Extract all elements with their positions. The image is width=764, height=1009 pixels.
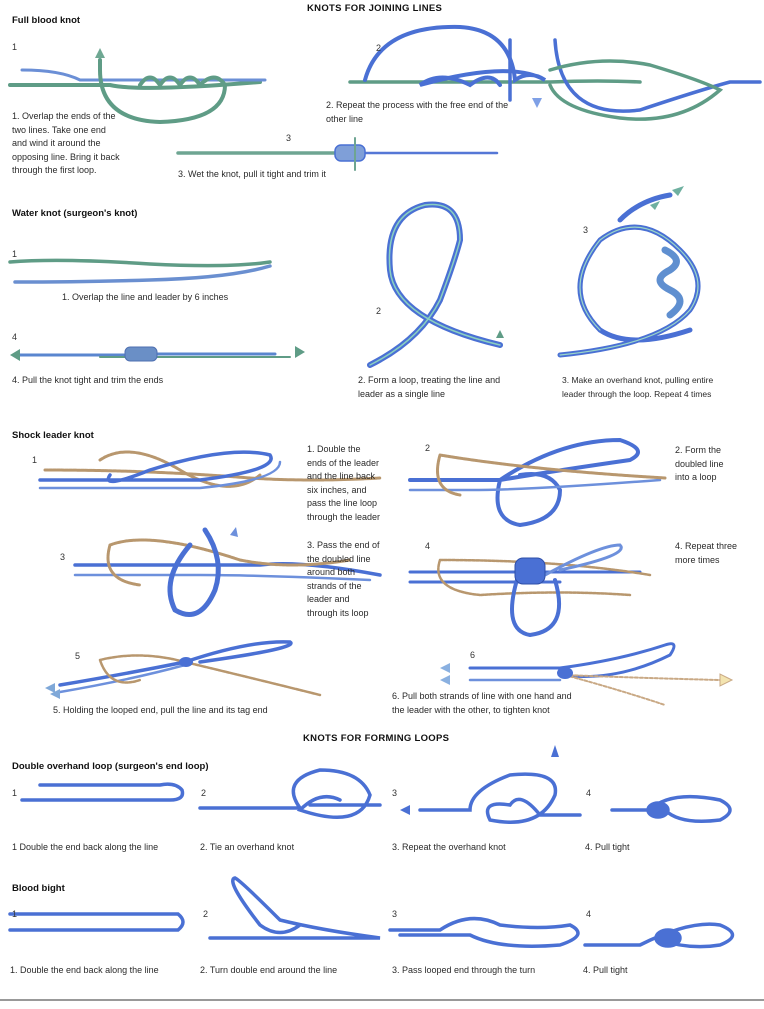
full-blood-step1-illustration xyxy=(8,48,267,125)
step-text: 3. Pass looped end through the turn xyxy=(392,965,536,975)
step-text: 2. Turn double end around the line xyxy=(200,965,338,975)
step-number: 2 xyxy=(425,443,431,453)
step-number: 3 xyxy=(60,552,66,562)
step-number: 3 xyxy=(392,909,398,919)
step-text: 6. Pull both strands of line with one ha… xyxy=(392,691,572,715)
step-text: 1. Overlap the ends of the two lines. Ta… xyxy=(12,111,120,175)
step-number: 2 xyxy=(376,43,382,53)
step-text: 4. Pull tight xyxy=(585,842,630,852)
step-text: 3. Repeat the overhand knot xyxy=(392,842,506,852)
step-text: 5. Holding the looped end, pull the line… xyxy=(53,705,268,715)
shock-step5-illustration xyxy=(45,640,322,699)
section-title-loops: KNOTS FOR FORMING LOOPS xyxy=(303,733,450,744)
double-overhand-illustrations xyxy=(20,745,732,824)
step-number: 4 xyxy=(425,541,431,551)
section-title-joining: KNOTS FOR JOINING LINES xyxy=(307,3,443,14)
full-blood-step2-illustration xyxy=(348,24,762,121)
step-number: 4 xyxy=(586,909,592,919)
water-step2-illustration xyxy=(367,201,504,368)
full-blood-step3-illustration xyxy=(176,137,499,171)
blood-bight-illustrations xyxy=(8,876,735,949)
step-text: 1. Double the ends of the leader and the… xyxy=(307,444,381,522)
step-number: 5 xyxy=(75,651,81,661)
step-number: 1 xyxy=(12,249,18,259)
knot-title-blood-bight: Blood bight xyxy=(12,883,65,894)
step-text: 2. Form a loop, treating the line and le… xyxy=(358,375,501,399)
step-number: 2 xyxy=(376,306,382,316)
step-text: 1. Overlap the line and leader by 6 inch… xyxy=(62,292,229,302)
step-number: 3 xyxy=(583,225,589,235)
knot-title-shock-leader: Shock leader knot xyxy=(12,430,94,441)
step-text: 3. Make an overhand knot, pulling entire… xyxy=(562,375,714,399)
step-text: 3. Wet the knot, pull it tight and trim … xyxy=(178,169,326,179)
step-text: 1. Double the end back along the line xyxy=(10,965,159,975)
step-number: 3 xyxy=(286,133,292,143)
step-number: 6 xyxy=(470,650,476,660)
step-text: 4. Pull tight xyxy=(583,965,628,975)
shock-step6-illustration xyxy=(440,642,734,706)
knot-title-water: Water knot (surgeon's knot) xyxy=(12,208,138,219)
knot-title-full-blood: Full blood knot xyxy=(12,15,81,26)
step-number: 2 xyxy=(201,788,207,798)
step-text: 2. Form the doubled line into a loop xyxy=(675,445,724,482)
step-number: 3 xyxy=(392,788,398,798)
step-number: 4 xyxy=(12,332,18,342)
step-text: 1 Double the end back along the line xyxy=(12,842,159,852)
step-text: 4. Repeat three more times xyxy=(675,541,738,565)
step-text: 4. Pull the knot tight and trim the ends xyxy=(12,375,164,385)
shock-step1-illustration xyxy=(38,450,382,490)
shock-step3-illustration xyxy=(73,527,382,617)
water-step4-illustration xyxy=(10,346,305,362)
step-number: 1 xyxy=(12,788,18,798)
step-number: 1 xyxy=(12,909,18,919)
step-number: 2 xyxy=(203,909,209,919)
shock-step4-illustration xyxy=(408,543,652,638)
water-step3-illustration xyxy=(557,186,701,358)
step-text: 2. Repeat the process with the free end … xyxy=(326,100,509,124)
step-text: 2. Tie an overhand knot xyxy=(200,842,295,852)
step-text: 3. Pass the end of the doubled line arou… xyxy=(307,540,380,618)
step-number: 1 xyxy=(32,455,38,465)
knot-title-double-overhand: Double overhand loop (surgeon's end loop… xyxy=(12,761,209,772)
shock-step2-illustration xyxy=(408,437,667,528)
step-number: 1 xyxy=(12,42,18,52)
water-step1-illustration xyxy=(8,258,272,284)
step-number: 4 xyxy=(586,788,592,798)
